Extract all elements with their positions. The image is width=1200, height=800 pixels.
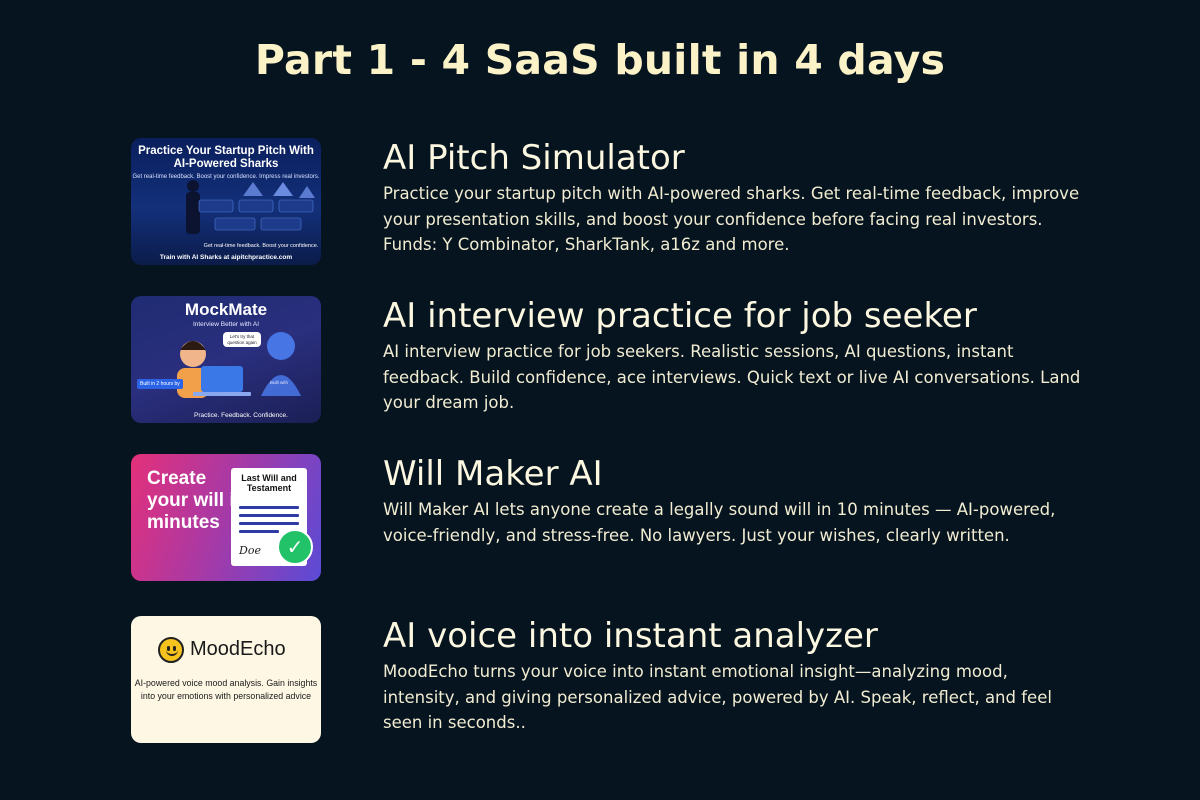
thumb-brand-name: MoodEcho xyxy=(190,638,286,660)
item-title: AI interview practice for job seeker xyxy=(383,296,977,336)
checkmark-icon: ✓ xyxy=(277,529,313,565)
thumb-footer: Train with AI Sharks at aipitchpractice.… xyxy=(159,254,293,261)
list-item-will-maker: Create your will in minutes Last Will an… xyxy=(131,454,1131,584)
thumb-big-text: Create your will in minutes xyxy=(147,468,247,533)
doc-line xyxy=(239,522,299,525)
item-title: Will Maker AI xyxy=(383,454,603,494)
thumb-tagline: AI-powered voice mood analysis. Gain ins… xyxy=(134,678,318,701)
item-description: Will Maker AI lets anyone create a legal… xyxy=(383,500,1056,545)
doc-title: Last Will and Testament xyxy=(241,473,297,493)
mockmate-thumbnail: MockMate Interview Better with AI Let's … xyxy=(131,296,321,423)
doc-line xyxy=(239,514,299,517)
built-badge: Built in 2 hours by xyxy=(137,379,183,389)
pitch-simulator-thumbnail: Practice Your Startup Pitch With AI-Powe… xyxy=(131,138,321,265)
list-item-voice-analyzer: MoodEcho AI-powered voice mood analysis.… xyxy=(131,616,1131,746)
thumb-heading: MockMate xyxy=(184,300,268,319)
thumb-subtext: Get real-time feedback. Boost your confi… xyxy=(132,174,320,180)
thumb-subtext: Interview Better with AI xyxy=(192,321,260,328)
item-title: AI voice into instant analyzer xyxy=(383,616,878,656)
item-description: MoodEcho turns your voice into instant e… xyxy=(383,662,1052,732)
interview-illustration-icon xyxy=(177,332,301,398)
list-item-pitch-simulator: Practice Your Startup Pitch With AI-Powe… xyxy=(131,138,1131,268)
list-item-interview-practice: MockMate Interview Better with AI Let's … xyxy=(131,296,1131,426)
built-with-label: Built with xyxy=(270,380,289,385)
smiley-logo-icon xyxy=(158,637,184,663)
item-description: Practice your startup pitch with AI-powe… xyxy=(383,184,1080,254)
page-title: Part 1 - 4 SaaS built in 4 days xyxy=(254,36,946,84)
will-maker-thumbnail: Create your will in minutes Last Will an… xyxy=(131,454,321,581)
doc-line xyxy=(239,506,299,509)
thumb-mid-text: Get real-time feedback. Boost your confi… xyxy=(203,242,319,249)
thumb-heading: Practice Your Startup Pitch With AI-Powe… xyxy=(138,145,314,170)
doc-signature: Doe xyxy=(239,544,261,557)
speech-bubble: Let's try that question again xyxy=(223,332,261,347)
doc-line xyxy=(239,530,279,533)
item-description: AI interview practice for job seekers. R… xyxy=(383,342,1081,412)
item-title: AI Pitch Simulator xyxy=(383,138,685,178)
sharks-illustration-icon xyxy=(186,180,315,234)
thumb-footer: Practice. Feedback. Confidence. xyxy=(194,412,288,419)
moodecho-thumbnail: MoodEcho AI-powered voice mood analysis.… xyxy=(131,616,321,743)
